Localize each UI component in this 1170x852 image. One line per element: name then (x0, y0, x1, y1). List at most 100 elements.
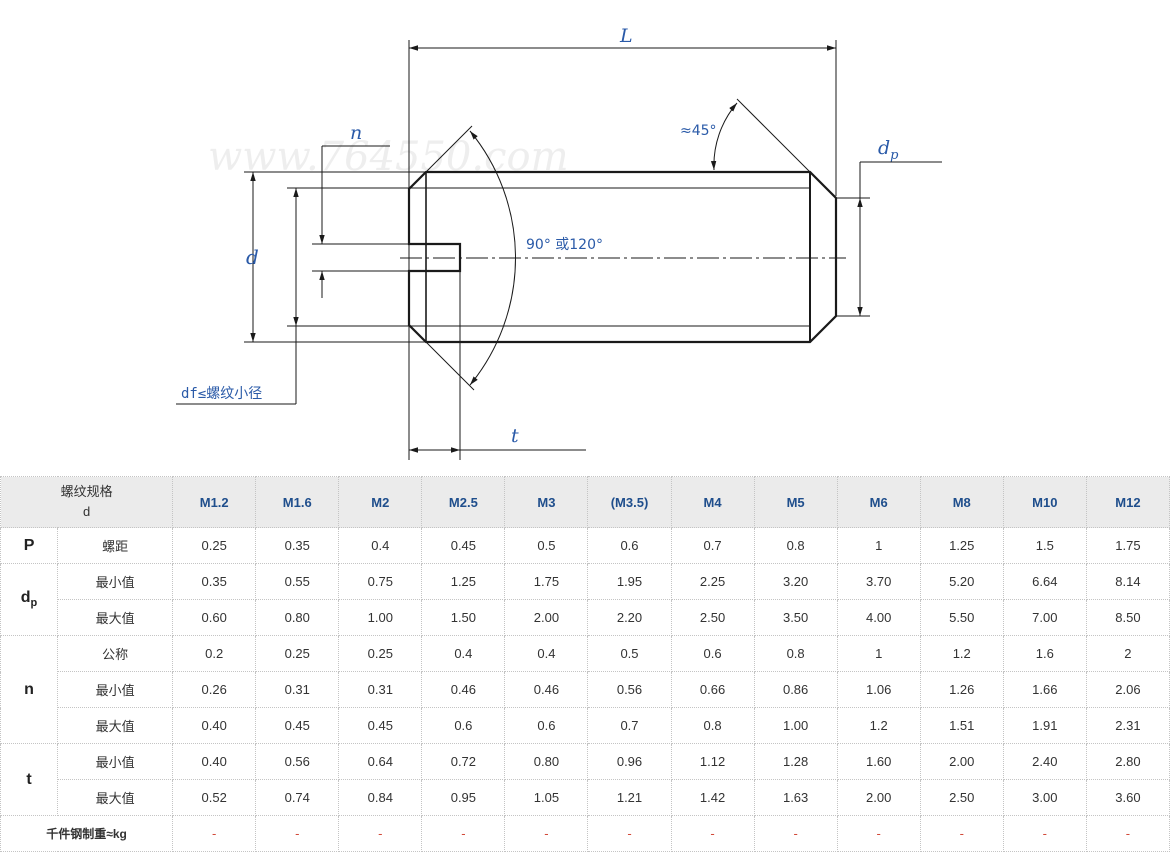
value-cell: 8.14 (1085, 563, 1170, 600)
param-cell: n (0, 635, 59, 744)
row-label: 公称 (57, 635, 174, 672)
label-dp: dp (878, 137, 899, 163)
value-cell: 0.45 (421, 527, 506, 564)
value-cell: 0.5 (504, 527, 589, 564)
param-symbol: t (26, 770, 32, 788)
value-cell: 2.31 (1085, 707, 1170, 744)
value-cell: 8.50 (1085, 599, 1170, 636)
value-cell: 3.20 (753, 563, 838, 600)
value-cell: 0.35 (172, 563, 257, 600)
value-cell: 1.66 (1002, 671, 1087, 708)
value-cell: 2.00 (919, 743, 1004, 780)
value-cell: 0.40 (172, 743, 257, 780)
weight-value: - (587, 815, 672, 852)
param-subscript: p (30, 597, 38, 610)
value-cell: 0.4 (504, 635, 589, 672)
value-cell: 0.46 (504, 671, 589, 708)
value-cell: 0.6 (421, 707, 506, 744)
value-cell: 2 (1085, 635, 1170, 672)
row-label: 最小值 (57, 743, 174, 780)
param-cell: t (0, 743, 59, 816)
value-cell: 1.2 (919, 635, 1004, 672)
weight-value: - (919, 815, 1004, 852)
param-symbol: d (20, 589, 31, 607)
value-cell: 0.52 (172, 779, 257, 816)
thread-spec-symbol: d (82, 504, 91, 519)
label-d: d (246, 245, 259, 269)
value-cell: 1.28 (753, 743, 838, 780)
value-cell: 3.60 (1085, 779, 1170, 816)
value-cell: 1 (836, 635, 921, 672)
value-cell: 0.80 (255, 599, 340, 636)
value-cell: 3.50 (753, 599, 838, 636)
value-cell: 3.00 (1002, 779, 1087, 816)
value-cell: 1.5 (1002, 527, 1087, 564)
weight-value: - (1002, 815, 1087, 852)
param-cell: dp (0, 563, 59, 636)
value-cell: 1.75 (504, 563, 589, 600)
screw-technical-drawing: www.764550.com (176, 25, 942, 460)
row-label: 最大值 (57, 707, 174, 744)
size-header: M2 (338, 476, 423, 528)
weight-value: - (338, 815, 423, 852)
value-cell: 1.50 (421, 599, 506, 636)
value-cell: 0.25 (172, 527, 257, 564)
value-cell: 4.00 (836, 599, 921, 636)
value-cell: 2.00 (836, 779, 921, 816)
value-cell: 1.63 (753, 779, 838, 816)
screw-body (400, 170, 846, 344)
value-cell: 1.60 (836, 743, 921, 780)
value-cell: 0.95 (421, 779, 506, 816)
value-cell: 1.25 (919, 527, 1004, 564)
value-cell: 0.31 (338, 671, 423, 708)
value-cell: 2.25 (670, 563, 755, 600)
value-cell: 0.35 (255, 527, 340, 564)
value-cell: 1.26 (919, 671, 1004, 708)
size-header: M2.5 (421, 476, 506, 528)
value-cell: 1.21 (587, 779, 672, 816)
value-cell: 0.26 (172, 671, 257, 708)
value-cell: 1.12 (670, 743, 755, 780)
value-cell: 0.25 (338, 635, 423, 672)
value-cell: 0.7 (670, 527, 755, 564)
size-header: M5 (753, 476, 838, 528)
weight-row: 千件钢制重≈kg------------ (0, 815, 1170, 852)
value-cell: 0.64 (338, 743, 423, 780)
weight-value: - (421, 815, 506, 852)
weight-label: 千件钢制重≈kg (0, 815, 174, 852)
value-cell: 0.72 (421, 743, 506, 780)
value-cell: 0.5 (587, 635, 672, 672)
size-header: M3 (504, 476, 589, 528)
value-cell: 0.7 (587, 707, 672, 744)
thread-spec-label: 螺纹规格 (60, 484, 113, 499)
row-label: 最大值 (57, 599, 174, 636)
value-cell: 0.4 (338, 527, 423, 564)
value-cell: 1.91 (1002, 707, 1087, 744)
label-angle-90-120: 90° 或120° (526, 237, 603, 253)
row-label: 螺距 (57, 527, 174, 564)
label-t: t (511, 425, 519, 447)
value-cell: 5.50 (919, 599, 1004, 636)
param-cell: P (0, 527, 59, 564)
param-symbol: n (24, 680, 34, 698)
row-label: 最大值 (57, 779, 174, 816)
value-cell: 2.06 (1085, 671, 1170, 708)
value-cell: 1.00 (338, 599, 423, 636)
label-angle-45: ≈45° (680, 123, 717, 139)
value-cell: 0.86 (753, 671, 838, 708)
weight-value: - (670, 815, 755, 852)
value-cell: 1.25 (421, 563, 506, 600)
value-cell: 1.6 (1002, 635, 1087, 672)
size-header: M1.6 (255, 476, 340, 528)
size-header: M4 (670, 476, 755, 528)
value-cell: 1.51 (919, 707, 1004, 744)
value-cell: 0.46 (421, 671, 506, 708)
value-cell: 5.20 (919, 563, 1004, 600)
value-cell: 0.45 (338, 707, 423, 744)
weight-value: - (1085, 815, 1170, 852)
label-L: L (619, 25, 633, 47)
